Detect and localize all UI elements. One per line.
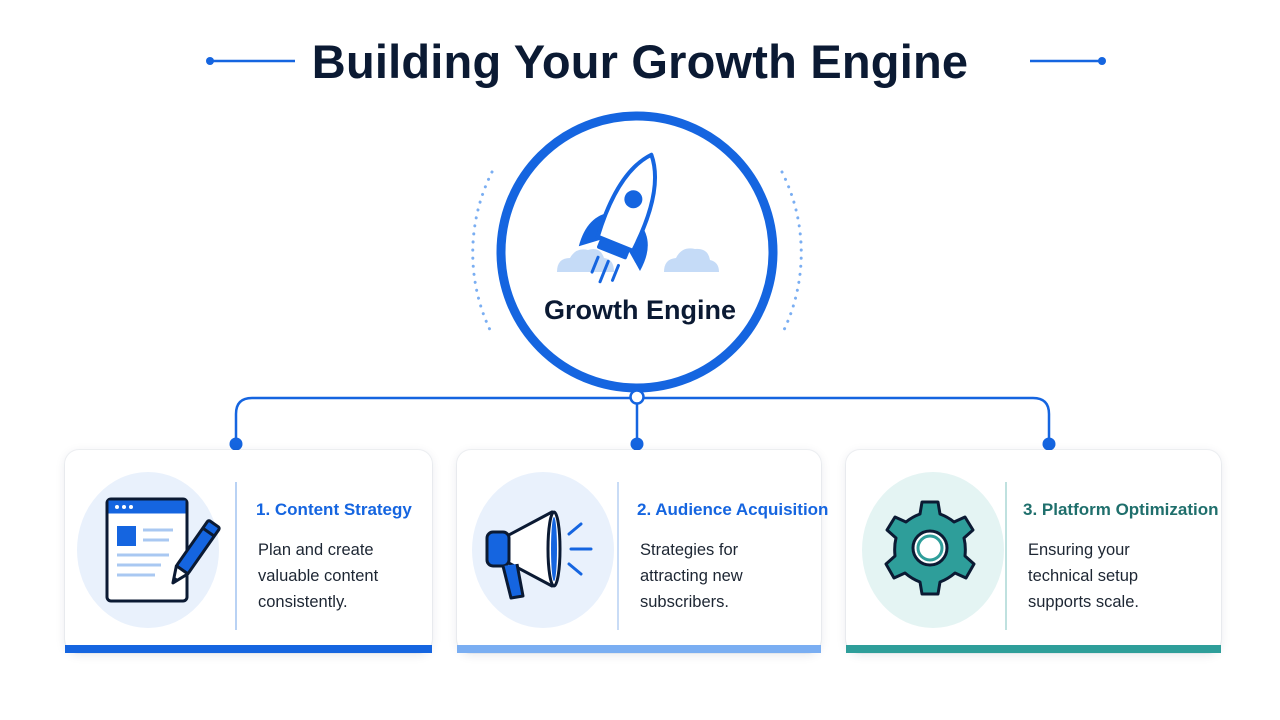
cloud-left-icon — [557, 249, 614, 272]
card-platform-optimization: 3. Platform Optimization Ensuring your t… — [846, 450, 1221, 653]
connector-node-1 — [229, 437, 243, 451]
card-content-strategy: 1. Content Strategy Plan and create valu… — [65, 450, 432, 653]
card-description: Ensuring your technical setup supports s… — [1028, 541, 1139, 611]
card-accent-bar — [65, 645, 432, 653]
connector-node-3 — [1042, 437, 1056, 451]
title-rule-left — [206, 57, 295, 65]
card-title: 2. Audience Acquisition — [637, 500, 829, 519]
page-title: Building Your Growth Engine — [311, 35, 969, 88]
megaphone-icon — [485, 510, 593, 600]
hub-label: Growth Engine — [544, 295, 736, 325]
card-accent-bar — [846, 645, 1221, 653]
connector-node-2 — [630, 437, 644, 451]
rocket-icon — [557, 152, 719, 284]
card-divider — [1005, 482, 1007, 630]
card-divider — [617, 482, 619, 630]
card-title: 1. Content Strategy — [256, 500, 412, 519]
connector-lines — [234, 396, 1051, 443]
card-title: 3. Platform Optimization — [1023, 500, 1219, 519]
card-audience-acquisition: 2. Audience Acquisition Strategies for a… — [457, 450, 828, 653]
cloud-right-icon — [664, 248, 719, 272]
card-accent-bar — [457, 645, 821, 653]
document-pen-icon — [105, 497, 221, 603]
dotted-arc-right — [780, 170, 803, 336]
gear-icon — [884, 500, 976, 596]
card-divider — [235, 482, 237, 630]
dotted-arc-left — [471, 170, 494, 336]
hub-connector-node — [629, 389, 645, 405]
card-description: Strategies for attracting new subscriber… — [640, 541, 743, 611]
title-rule-right — [1030, 57, 1106, 65]
card-description: Plan and create valuable content consist… — [258, 541, 379, 611]
